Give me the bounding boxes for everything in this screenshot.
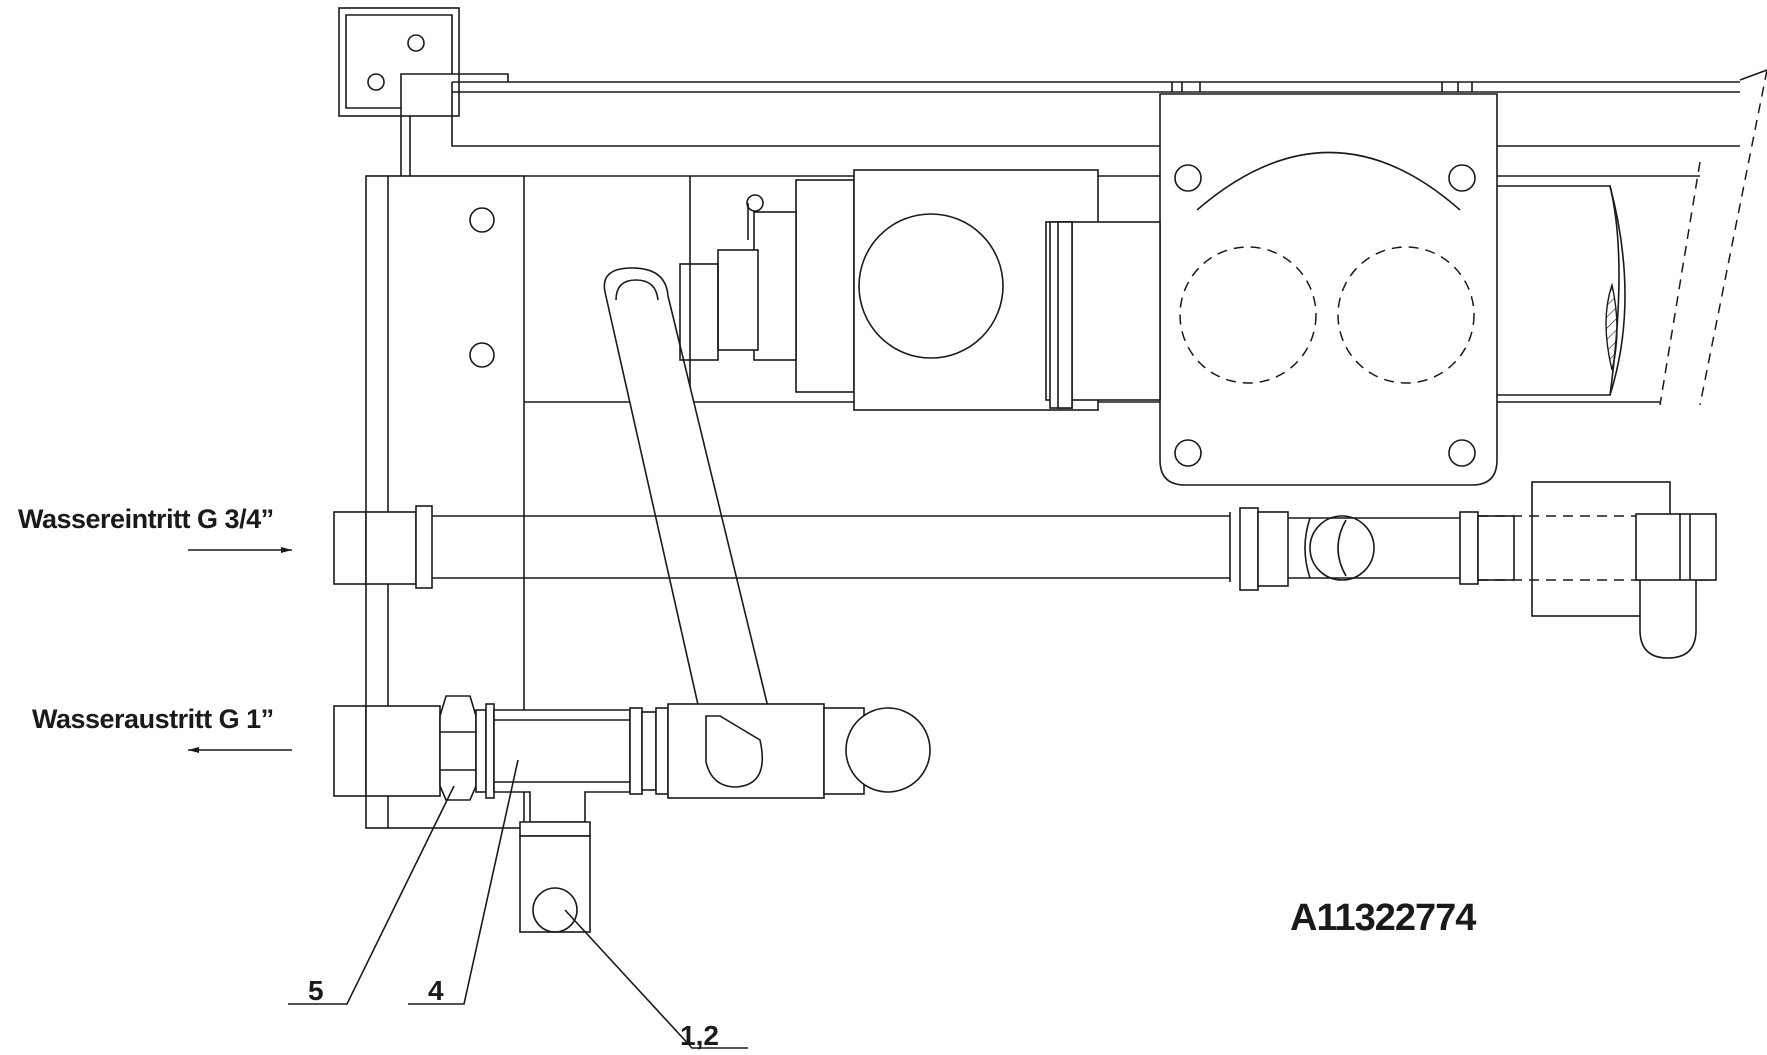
leader-4 [408, 759, 519, 1005]
upper-rail [451, 69, 1767, 406]
leader-lines [288, 759, 748, 1049]
drawing-number: A11322774 [1290, 897, 1476, 939]
outlet-pipe [333, 695, 931, 933]
part-number-4: 4 [428, 975, 444, 1006]
part-number-1-2: 1,2 [680, 1020, 719, 1051]
actuator-block [1159, 93, 1498, 486]
inlet-pipe [333, 481, 1717, 659]
part-number-5: 5 [308, 975, 324, 1006]
water-inlet-label: Wassereintritt G 3/4” [18, 504, 274, 534]
leader-5 [288, 785, 455, 1005]
water-outlet-label: Wasseraustritt G 1” [32, 704, 274, 734]
valve-body [717, 169, 1161, 411]
leader-1-2 [564, 909, 748, 1049]
mounting-bracket [338, 7, 509, 176]
shaft-cylinder [1492, 185, 1626, 396]
